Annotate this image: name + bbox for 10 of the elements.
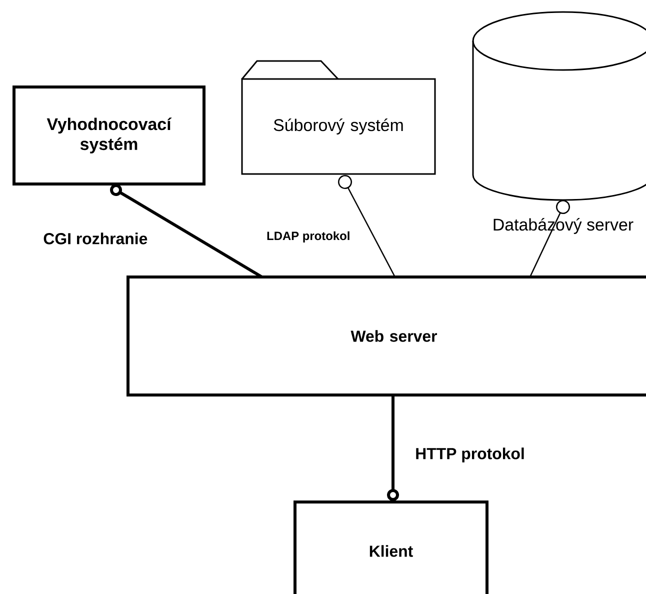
interface-connector bbox=[338, 175, 396, 278]
server-box: Web server bbox=[126, 276, 646, 396]
interface-connector bbox=[387, 395, 399, 501]
client-box: Klient bbox=[294, 500, 488, 594]
interface-connector bbox=[529, 200, 570, 278]
interface-connector bbox=[110, 184, 263, 278]
edge-label: HTTP protokol bbox=[414, 446, 526, 464]
edge-label: LDAP protokol bbox=[266, 230, 352, 244]
system-box: Vyhodnocovací systém bbox=[12, 86, 206, 186]
edge-label: CGI rozhranie bbox=[42, 232, 149, 246]
